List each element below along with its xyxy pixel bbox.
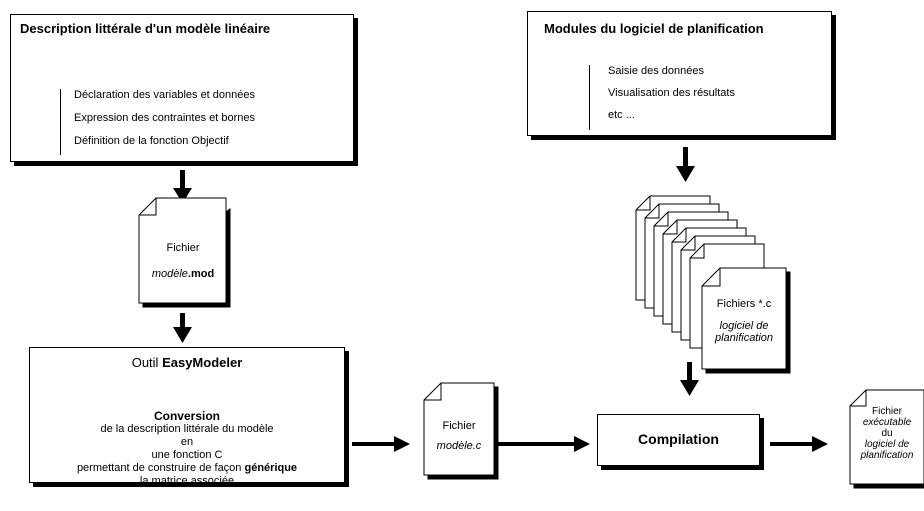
c-file-document [423, 382, 499, 480]
mod-file-name: modèle.mod [139, 268, 227, 280]
modules-item-1: Saisie des données [608, 65, 705, 77]
description-box-title: Description littérale d'un modèle linéai… [20, 21, 271, 36]
modules-list-bar [589, 65, 590, 130]
mod-file-extension: .mod [187, 268, 215, 280]
c-files-line1: Fichiers *.c [716, 298, 772, 310]
arrow-description-to-modfile [173, 170, 192, 203]
arrow-modfile-to-easymodeler [173, 313, 192, 343]
easymodeler-line3: une fonction C [151, 449, 223, 461]
description-list-bar [60, 89, 61, 155]
c-file-label: Fichier modèle.c [424, 420, 494, 452]
description-box: Description littérale d'un modèle linéai… [10, 14, 354, 162]
modules-item-3: etc ... [608, 109, 635, 121]
description-item-2: Expression des contraintes et bornes [74, 112, 255, 124]
easymodeler-line4-prefix: permettant de construire de façon [76, 462, 245, 474]
arrow-modules-to-cfiles [676, 147, 695, 182]
modules-box-title: Modules du logiciel de planification [544, 21, 764, 36]
exe-file-line3: du [881, 428, 893, 439]
exe-file-line4: logiciel de [864, 439, 910, 450]
arrow-cfile-to-compilation [497, 436, 590, 452]
c-files-line2: logiciel de [719, 320, 769, 332]
exe-file-label: Fichier exécutable du logiciel de planif… [850, 406, 924, 461]
mod-file-line1: Fichier [166, 242, 200, 254]
easymodeler-title: Outil EasyModeler [30, 355, 344, 370]
c-files-stack [635, 195, 791, 374]
easymodeler-line4-bold: générique [244, 462, 298, 474]
compilation-box: Compilation [597, 414, 760, 466]
easymodeler-line5: la matrice associée [139, 475, 235, 487]
easymodeler-line4: permettant de construire de façon généri… [30, 462, 344, 474]
modules-box: Modules du logiciel de planification Sai… [527, 11, 832, 136]
exe-file-document [849, 389, 924, 489]
arrow-easymodeler-to-cfile [352, 436, 410, 452]
easymodeler-heading: Conversion [153, 409, 220, 423]
mod-file-basename: modèle [151, 268, 188, 280]
description-item-3: Définition de la fonction Objectif [74, 135, 229, 147]
easymodeler-line2: en [180, 436, 194, 448]
compilation-label: Compilation [638, 431, 719, 447]
c-file-line1: Fichier [442, 420, 476, 432]
c-file-name: modèle.c [436, 440, 482, 452]
description-item-1: Déclaration des variables et données [74, 89, 256, 101]
mod-file-label: Fichier modèle.mod [139, 242, 227, 280]
easymodeler-title-bold: EasyModeler [162, 355, 243, 370]
arrow-cfiles-to-compilation [680, 362, 699, 396]
easymodeler-title-prefix: Outil [131, 355, 163, 370]
mod-file-document [138, 197, 231, 308]
easymodeler-line1: de la description littérale du modèle [100, 423, 274, 435]
easymodeler-box: Outil EasyModeler Conversion de la descr… [29, 347, 345, 487]
arrow-compilation-to-exe [770, 436, 828, 452]
exe-file-line5: planification [860, 450, 914, 461]
c-files-line3: planification [714, 332, 774, 344]
exe-file-line1: Fichier [871, 406, 902, 417]
exe-file-line2: exécutable [862, 417, 912, 428]
modules-item-2: Visualisation des résultats [608, 87, 735, 99]
c-files-label: Fichiers *.c logiciel de planification [702, 298, 786, 344]
